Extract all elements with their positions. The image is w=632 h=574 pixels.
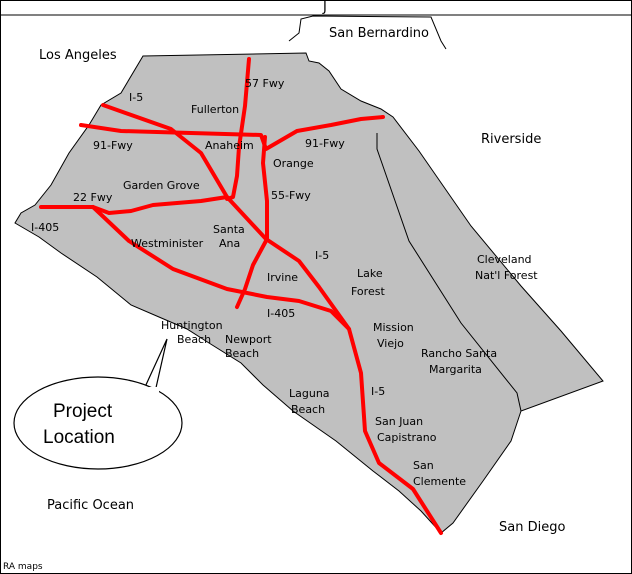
i405-freeway-line xyxy=(91,205,351,331)
label-91-fwy-west: 91-Fwy xyxy=(93,139,133,152)
label-newport-line1: Newport xyxy=(225,333,272,346)
san-bernardino-boundary xyxy=(288,15,447,50)
label-22-fwy: 22 Fwy xyxy=(73,191,113,204)
label-sjc-line1: San Juan xyxy=(375,415,423,428)
label-san-bernardino: San Bernardino xyxy=(329,26,429,41)
label-huntington-line1: Huntington xyxy=(161,319,223,332)
label-anaheim: Anaheim xyxy=(205,139,254,152)
label-i5-north: I-5 xyxy=(129,91,143,104)
label-westminister: Westminister xyxy=(131,237,204,250)
callout-pointer xyxy=(144,338,168,402)
label-san-clemente-line1: San xyxy=(413,459,434,472)
callout-pointer-join xyxy=(149,387,159,403)
label-fullerton: Fullerton xyxy=(191,103,239,116)
label-rsm-line2: Margarita xyxy=(429,363,482,376)
label-mission-viejo-line1: Mission xyxy=(373,321,414,334)
map-credit: RA maps xyxy=(3,562,43,572)
label-laguna-line2: Beach xyxy=(291,403,325,416)
callout-bubble xyxy=(13,376,183,470)
label-newport-line2: Beach xyxy=(225,347,259,360)
fwy91-line xyxy=(79,115,385,151)
label-cleveland-line2: Nat'l Forest xyxy=(475,269,538,282)
fwy57-line xyxy=(225,57,251,201)
label-irvine: Irvine xyxy=(267,271,298,284)
label-i405-west: I-405 xyxy=(31,221,59,234)
label-riverside: Riverside xyxy=(481,132,541,147)
label-huntington-line2: Beach xyxy=(177,333,211,346)
label-i405-south: I-405 xyxy=(267,307,295,320)
label-santa-ana-line2: Ana xyxy=(219,237,240,250)
label-mission-viejo-line2: Viejo xyxy=(377,337,404,350)
callout-line1: Project xyxy=(53,401,113,422)
label-los-angeles: Los Angeles xyxy=(39,48,117,63)
label-santa-ana-line1: Santa xyxy=(213,223,245,236)
label-pacific-ocean: Pacific Ocean xyxy=(47,498,134,513)
label-55-fwy: 55-Fwy xyxy=(271,189,311,202)
freeways xyxy=(39,57,443,535)
label-garden-grove: Garden Grove xyxy=(123,179,200,192)
label-91-fwy-east: 91-Fwy xyxy=(305,137,345,150)
label-sjc-line2: Capistrano xyxy=(377,431,437,444)
callout-line2: Location xyxy=(43,427,115,448)
i5-freeway-line xyxy=(101,103,443,535)
label-i5-south: I-5 xyxy=(371,385,385,398)
label-lake-forest-line2: Forest xyxy=(351,285,385,298)
forest-boundary xyxy=(376,133,522,412)
label-orange: Orange xyxy=(273,157,314,170)
label-i5-mid: I-5 xyxy=(315,249,329,262)
label-san-clemente-line2: Clemente xyxy=(413,475,466,488)
label-lake-forest-line1: Lake xyxy=(357,267,383,280)
label-rsm-line1: Rancho Santa xyxy=(421,347,497,360)
label-san-diego: San Diego xyxy=(499,520,565,535)
label-57-fwy: 57 Fwy xyxy=(245,77,285,90)
title-fragment: J xyxy=(322,1,327,15)
label-laguna-line1: Laguna xyxy=(289,387,330,400)
label-cleveland-line1: Cleveland xyxy=(477,253,532,266)
fwy55-line xyxy=(235,135,269,309)
orange-county-land xyxy=(14,52,604,534)
